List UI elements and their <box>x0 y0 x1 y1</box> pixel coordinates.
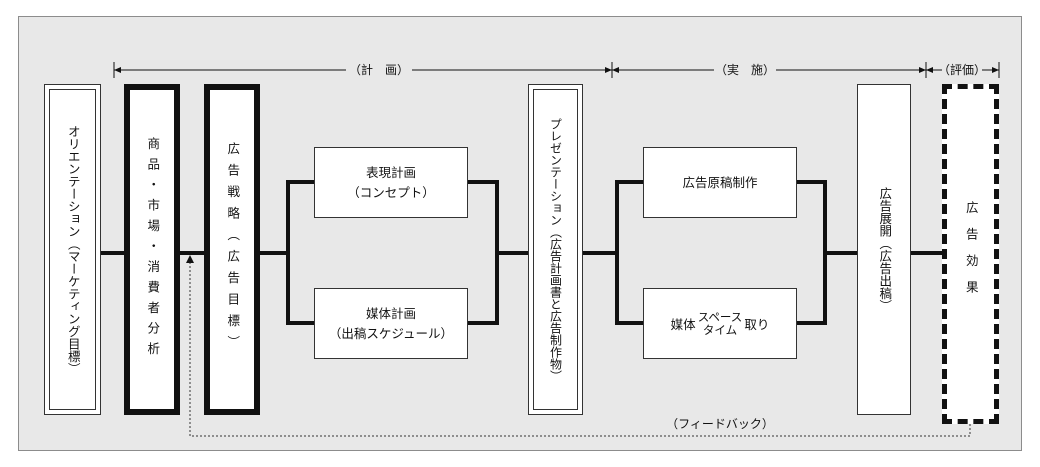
phase-label-execute: （実 施） <box>715 62 775 77</box>
orientation-box: オリエンテーション（マーケティング目標） <box>44 84 101 415</box>
production-label: 広告原稿制作 <box>682 174 758 190</box>
media-plan-title: 媒体計画 <box>365 305 416 321</box>
analysis-label: 商品・市場・消費者分析 <box>145 136 161 363</box>
flow-lines <box>99 180 944 325</box>
effect-box: 広告効果 <box>942 84 999 424</box>
feedback-label: （フィードバック） <box>666 417 774 431</box>
arrow-right-plan <box>605 67 612 73</box>
strategy-box: 広告戦略（広告目標） <box>204 84 260 415</box>
presentation-label: プレゼンテーション（広告計画書と広告制作物） <box>548 117 563 382</box>
expression-plan-subtitle: （コンセプト） <box>347 184 435 200</box>
media-plan-subtitle: （出稿スケジュール） <box>328 325 454 341</box>
analysis-box: 商品・市場・消費者分析 <box>124 84 180 415</box>
arrow-left-execute <box>612 67 619 73</box>
arrow-left-evaluate <box>926 67 933 73</box>
space-time-top: スペース <box>697 309 743 324</box>
diagram-frame <box>18 16 1022 451</box>
production-box: 広告原稿制作 <box>643 147 797 218</box>
expression-plan-title: 表現計画 <box>365 164 416 180</box>
space-time-bottom: タイム <box>702 322 738 337</box>
deployment-box: 広告展開（広告出稿） <box>857 84 911 415</box>
space-time-prefix: 媒体 <box>670 317 696 332</box>
deployment-label: 広告展開（広告出稿） <box>877 187 893 312</box>
arrow-right-execute <box>919 67 926 73</box>
strategy-label: 広告戦略（広告目標） <box>225 142 241 357</box>
presentation-box: プレゼンテーション（広告計画書と広告制作物） <box>528 84 583 415</box>
media-plan-box: 媒体計画 （出稿スケジュール） <box>314 288 468 359</box>
feedback-loop <box>189 262 971 437</box>
phase-arrowheads <box>114 67 999 73</box>
feedback-arrowhead <box>186 255 194 263</box>
effect-label: 広告効果 <box>963 201 979 307</box>
arrow-right-evaluate <box>992 67 999 73</box>
phase-label-evaluate: （評価） <box>938 62 986 77</box>
arrow-left-plan <box>114 67 121 73</box>
space-time-suffix: 取り <box>744 317 770 332</box>
phase-label-plan: （計 画） <box>349 62 409 77</box>
expression-plan-box: 表現計画 （コンセプト） <box>314 147 468 218</box>
phase-scale <box>113 62 1000 78</box>
media-space-time-box: 媒体 スペース タイム 取り <box>643 288 797 359</box>
orientation-label: オリエンテーション（マーケティング目標） <box>65 124 81 375</box>
